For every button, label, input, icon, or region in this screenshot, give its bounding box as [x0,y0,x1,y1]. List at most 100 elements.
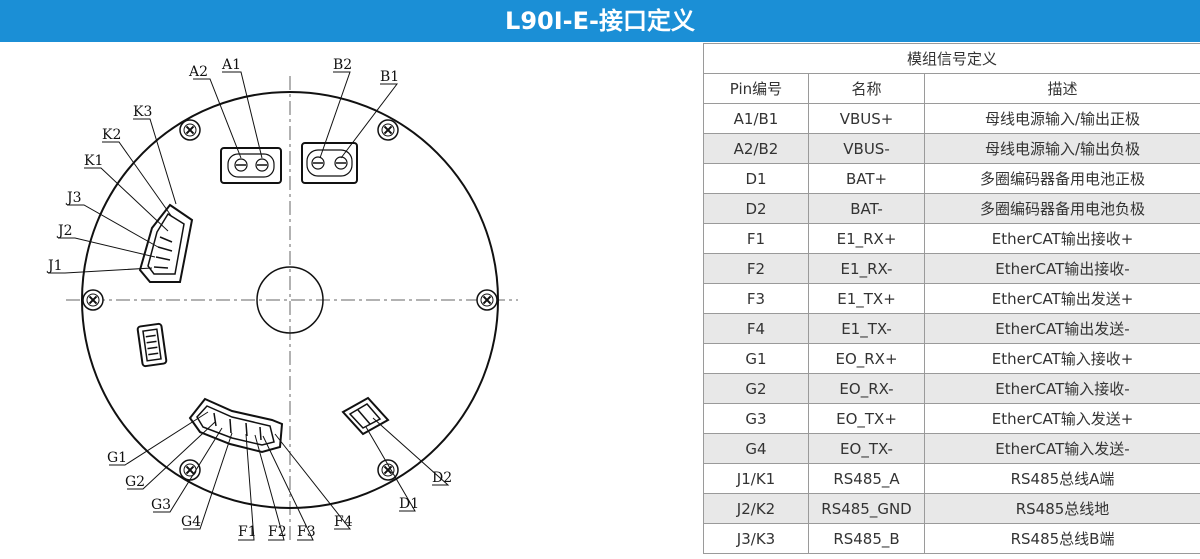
description-cell: EtherCAT输出发送+ [923,283,1200,314]
name-cell: EO_RX- [808,373,925,404]
column-header-name: 名称 [808,73,925,104]
page-title: L90I-E-接口定义 [505,7,695,35]
column-header-description: 描述 [923,73,1200,104]
connector-d [341,396,390,436]
label-a1: A1 [221,57,241,73]
label-k3: K3 [133,104,152,120]
description-cell: 多圈编码器备用电池负极 [923,193,1200,224]
pin-cell: F3 [703,283,809,314]
center-lines [66,76,518,542]
label-g1: G1 [107,450,127,466]
pin-cell: F2 [703,253,809,284]
label-d2: D2 [432,470,452,486]
name-cell: EO_TX- [808,433,925,464]
label-j1: J1 [46,258,63,274]
leader-lines [48,71,450,541]
table-title: 模组信号定义 [702,43,1200,74]
label-k2: K2 [102,127,121,143]
pin-cell: A1/B1 [703,103,809,134]
description-cell: RS485总线A端 [923,463,1200,494]
description-cell: RS485总线B端 [923,523,1200,554]
pin-cell: F1 [703,223,809,254]
description-cell: EtherCAT输出发送- [923,313,1200,344]
name-cell: RS485_A [808,463,925,494]
connector-b [301,142,358,184]
label-f3: F3 [297,524,316,540]
name-cell: VBUS- [808,133,925,164]
label-b2: B2 [333,57,352,73]
pin-cell: D2 [703,193,809,224]
name-cell: EO_TX+ [808,403,925,434]
name-cell: E1_TX+ [808,283,925,314]
description-cell: 母线电源输入/输出正极 [923,103,1200,134]
connector-a [220,147,282,184]
connector-diagram: A2 A1 B2 B1 K3 K2 K1 J3 J2 J1 G1 G2 G3 G… [0,42,703,559]
pin-cell: G1 [703,343,809,374]
screw-icon [179,459,201,481]
description-cell: EtherCAT输入接收+ [923,343,1200,374]
description-cell: RS485总线地 [923,493,1200,524]
name-cell: E1_TX- [808,313,925,344]
label-g2: G2 [125,474,145,490]
screw-icon [377,119,399,141]
label-k1: K1 [84,153,103,169]
label-g4: G4 [181,514,201,530]
description-cell: EtherCAT输出接收- [923,253,1200,284]
pin-cell: G4 [703,433,809,464]
description-cell: EtherCAT输入发送- [923,433,1200,464]
pin-cell: G3 [703,403,809,434]
name-cell: BAT- [808,193,925,224]
label-f1: F1 [238,524,257,540]
connector-side [136,322,168,368]
name-cell: BAT+ [808,163,925,194]
name-cell: E1_RX+ [808,223,925,254]
screw-icon [476,289,498,311]
description-cell: 多圈编码器备用电池正极 [923,163,1200,194]
description-cell: EtherCAT输入接收- [923,373,1200,404]
pin-cell: D1 [703,163,809,194]
pin-cell: G2 [703,373,809,404]
label-j2: J2 [56,223,73,239]
label-a2: A2 [188,64,208,80]
screw-icon [82,289,104,311]
label-g3: G3 [151,497,171,513]
name-cell: E1_RX- [808,253,925,284]
name-cell: EO_RX+ [808,343,925,374]
name-cell: VBUS+ [808,103,925,134]
description-cell: EtherCAT输出接收+ [923,223,1200,254]
label-j3: J3 [65,190,82,206]
name-cell: RS485_GND [808,493,925,524]
name-cell: RS485_B [808,523,925,554]
header-bar: L90I-E-接口定义 [0,0,1200,42]
connector-gf [188,397,284,454]
description-cell: EtherCAT输入发送+ [923,403,1200,434]
pin-cell: F4 [703,313,809,344]
pin-cell: J3/K3 [703,523,809,554]
label-f4: F4 [334,514,353,530]
center-hole [256,266,324,334]
label-f2: F2 [268,524,287,540]
label-b1: B1 [380,69,399,85]
module-outline [81,91,499,509]
label-d1: D1 [399,496,419,512]
description-cell: 母线电源输入/输出负极 [923,133,1200,164]
pin-cell: J2/K2 [703,493,809,524]
screw-icon [179,119,201,141]
column-header-pin: Pin编号 [703,73,809,104]
